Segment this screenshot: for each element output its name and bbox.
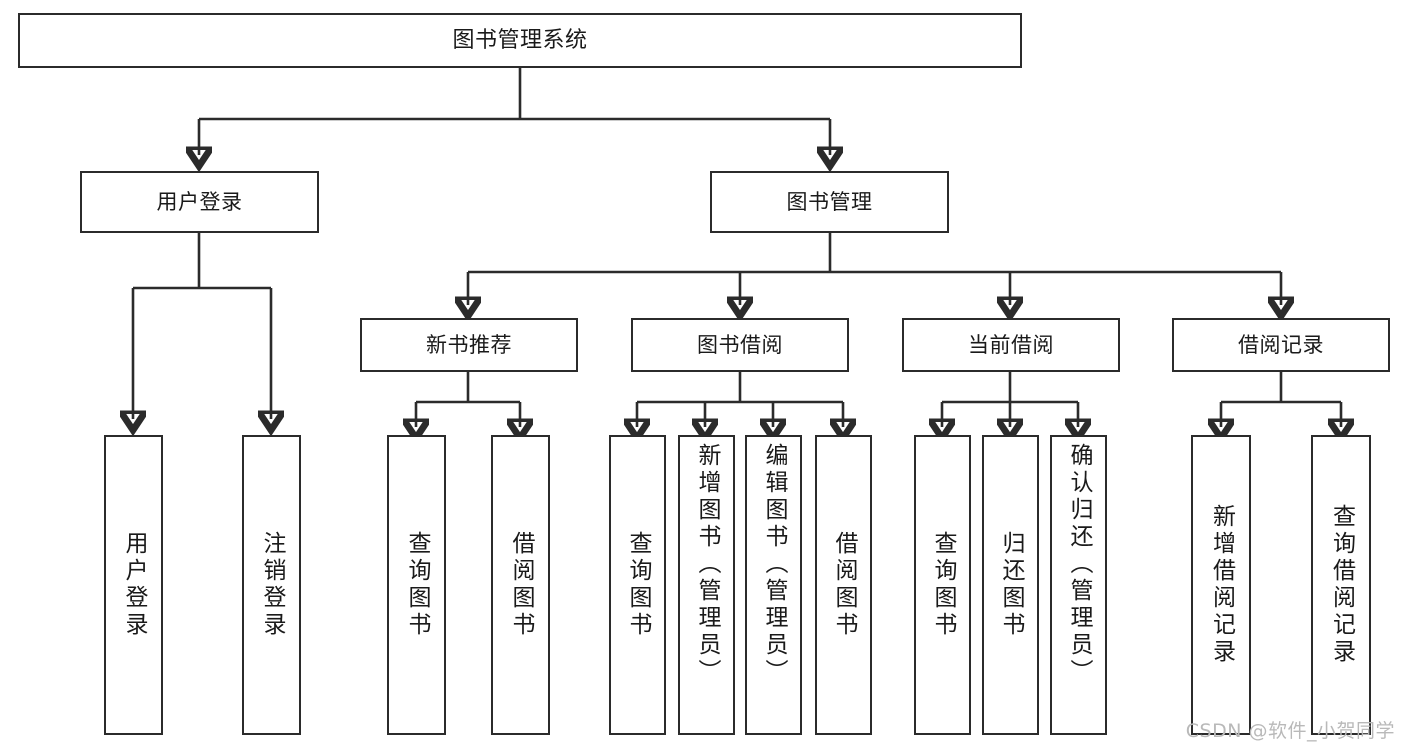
leaf-recommend-query-book-label: 查询图书 — [404, 531, 430, 639]
node-borrow-record-label: 借阅记录 — [1238, 332, 1324, 357]
leaf-recommend-borrow-book-label: 借阅图书 — [508, 531, 534, 639]
leaf-borrow-query-book-label: 查询图书 — [625, 531, 651, 639]
leaf-borrow-edit-book-admin[interactable]: 编辑图书（管理员） — [745, 435, 802, 735]
leaf-record-add-record-label: 新增借阅记录 — [1208, 504, 1235, 666]
leaf-current-return-book-label: 归还图书 — [998, 531, 1024, 639]
node-current-borrow[interactable]: 当前借阅 — [902, 318, 1120, 372]
node-new-book-recommend-label: 新书推荐 — [426, 332, 512, 357]
leaf-borrow-borrow-book[interactable]: 借阅图书 — [815, 435, 872, 735]
leaf-current-confirm-return-admin[interactable]: 确认归还（管理员） — [1050, 435, 1107, 735]
leaf-record-add-record[interactable]: 新增借阅记录 — [1191, 435, 1251, 735]
leaf-user-login-signout[interactable]: 注销登录 — [242, 435, 301, 735]
node-user-login-label: 用户登录 — [156, 189, 243, 214]
leaf-borrow-edit-book-admin-label: 编辑图书（管理员） — [761, 443, 787, 686]
node-book-borrow[interactable]: 图书借阅 — [631, 318, 849, 372]
leaf-current-confirm-return-admin-label: 确认归还（管理员） — [1066, 443, 1092, 686]
leaf-current-query-book-label: 查询图书 — [930, 531, 956, 639]
leaf-user-login-signin[interactable]: 用户登录 — [104, 435, 163, 735]
leaf-borrow-query-book[interactable]: 查询图书 — [609, 435, 666, 735]
node-book-management-label: 图书管理 — [786, 189, 873, 214]
node-current-borrow-label: 当前借阅 — [968, 332, 1054, 357]
leaf-record-query-record[interactable]: 查询借阅记录 — [1311, 435, 1371, 735]
node-borrow-record[interactable]: 借阅记录 — [1172, 318, 1390, 372]
leaf-borrow-borrow-book-label: 借阅图书 — [831, 531, 857, 639]
leaf-borrow-add-book-admin-label: 新增图书（管理员） — [694, 443, 720, 686]
node-root-system[interactable]: 图书管理系统 — [18, 13, 1022, 68]
leaf-record-query-record-label: 查询借阅记录 — [1328, 504, 1355, 666]
node-root-system-label: 图书管理系统 — [452, 27, 588, 53]
leaf-user-login-signin-label: 用户登录 — [121, 531, 147, 639]
leaf-recommend-borrow-book[interactable]: 借阅图书 — [491, 435, 550, 735]
node-user-login[interactable]: 用户登录 — [80, 171, 319, 233]
leaf-borrow-add-book-admin[interactable]: 新增图书（管理员） — [678, 435, 735, 735]
leaf-recommend-query-book[interactable]: 查询图书 — [387, 435, 446, 735]
node-book-borrow-label: 图书借阅 — [697, 332, 783, 357]
node-new-book-recommend[interactable]: 新书推荐 — [360, 318, 578, 372]
leaf-current-query-book[interactable]: 查询图书 — [914, 435, 971, 735]
leaf-current-return-book[interactable]: 归还图书 — [982, 435, 1039, 735]
csdn-watermark: CSDN @软件_小贺同学 — [1185, 720, 1395, 742]
node-book-management[interactable]: 图书管理 — [710, 171, 949, 233]
leaf-user-login-signout-label: 注销登录 — [259, 531, 285, 639]
